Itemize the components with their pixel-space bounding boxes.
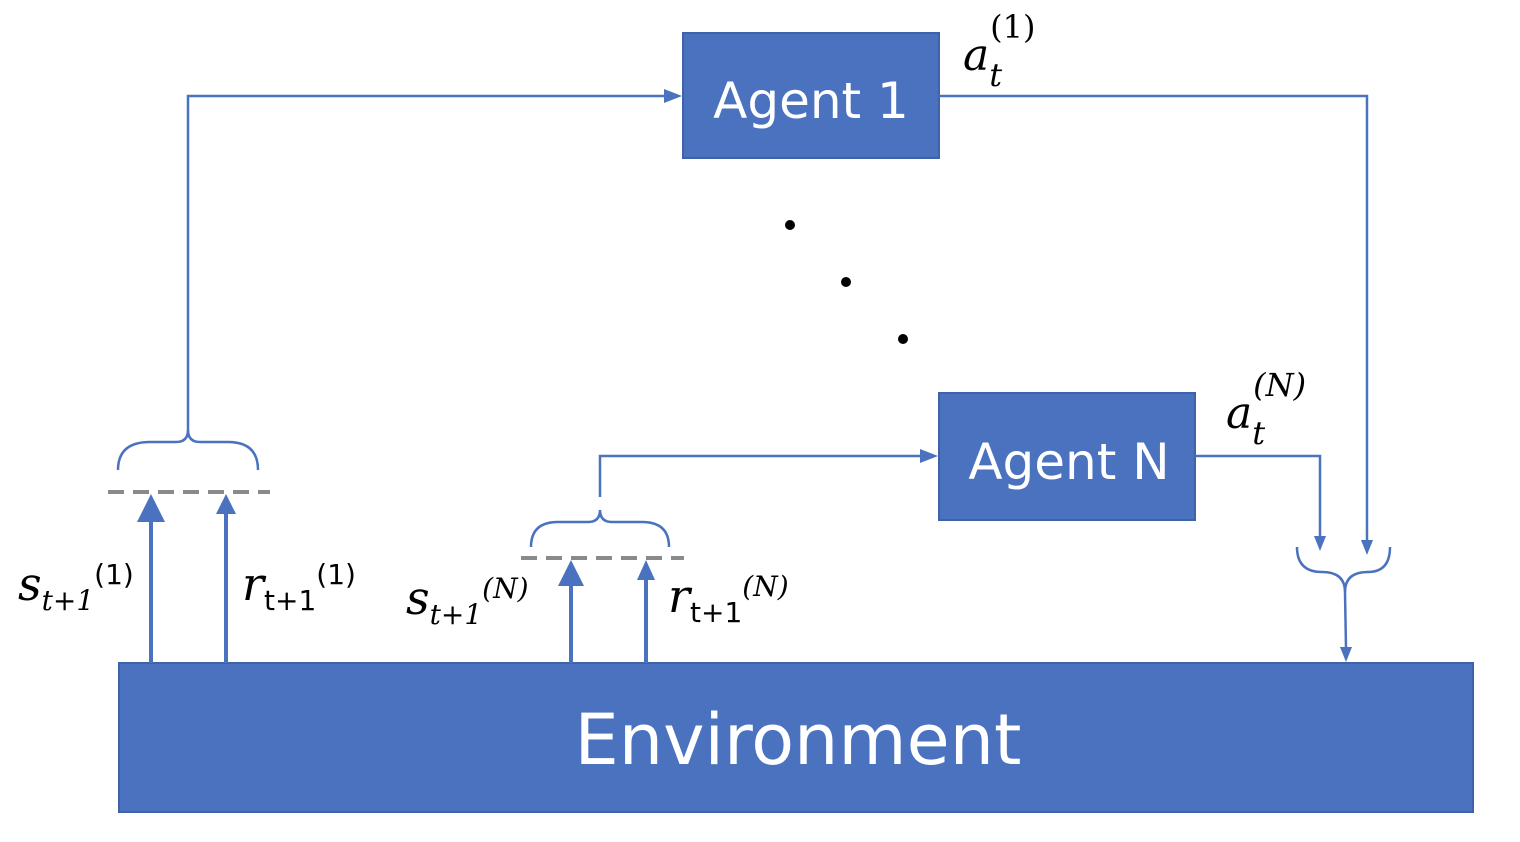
arrowhead-reward-1 <box>216 494 236 514</box>
arrowhead-action-n <box>1314 536 1326 551</box>
arrowhead-agent-n-in <box>920 449 938 463</box>
ellipsis-dot <box>841 277 851 287</box>
brace-agent-n <box>529 509 671 548</box>
arrowhead-reward-n <box>637 560 655 580</box>
agent-1-label: Agent 1 <box>713 72 909 130</box>
arrowhead-to-environment <box>1340 647 1352 662</box>
agent-1-input-group <box>108 429 270 663</box>
arrowhead-action-1 <box>1361 540 1373 555</box>
arrowhead-state-n <box>558 560 584 586</box>
ellipsis-dots <box>785 220 908 344</box>
obs-line-agent-n <box>598 454 924 497</box>
observation-path-agent-1 <box>186 89 682 433</box>
label-reward-n: rt+1(N) <box>668 569 789 629</box>
label-action-n: at(N) <box>1226 366 1306 452</box>
label-state-n: st+1(N) <box>406 571 529 631</box>
action-merge-brace <box>1295 546 1392 662</box>
action-line-agent-n <box>1195 454 1322 538</box>
ellipsis-dot <box>785 220 795 230</box>
agent-1-node: Agent 1 <box>682 32 940 159</box>
environment-label: Environment <box>575 699 1022 781</box>
label-reward-1: rt+1(1) <box>242 557 356 617</box>
brace-agent-1 <box>116 429 260 471</box>
action-path-agent-1 <box>939 94 1373 555</box>
merge-line-to-env <box>1343 591 1348 649</box>
action-path-agent-n <box>1195 454 1326 551</box>
agent-n-node: Agent N <box>938 392 1196 521</box>
arrowhead-state-1 <box>137 494 165 522</box>
environment-node: Environment <box>118 662 1474 813</box>
label-action-1: at(1) <box>963 8 1035 94</box>
observation-path-agent-n <box>598 449 938 497</box>
ellipsis-dot <box>898 334 908 344</box>
obs-line-agent-1 <box>186 94 668 433</box>
agent-n-input-group <box>521 509 684 663</box>
label-state-1: st+1(1) <box>18 557 134 617</box>
arrowhead-agent-1-in <box>664 89 682 103</box>
action-line-agent-1 <box>939 94 1369 542</box>
agent-n-label: Agent N <box>968 433 1169 491</box>
